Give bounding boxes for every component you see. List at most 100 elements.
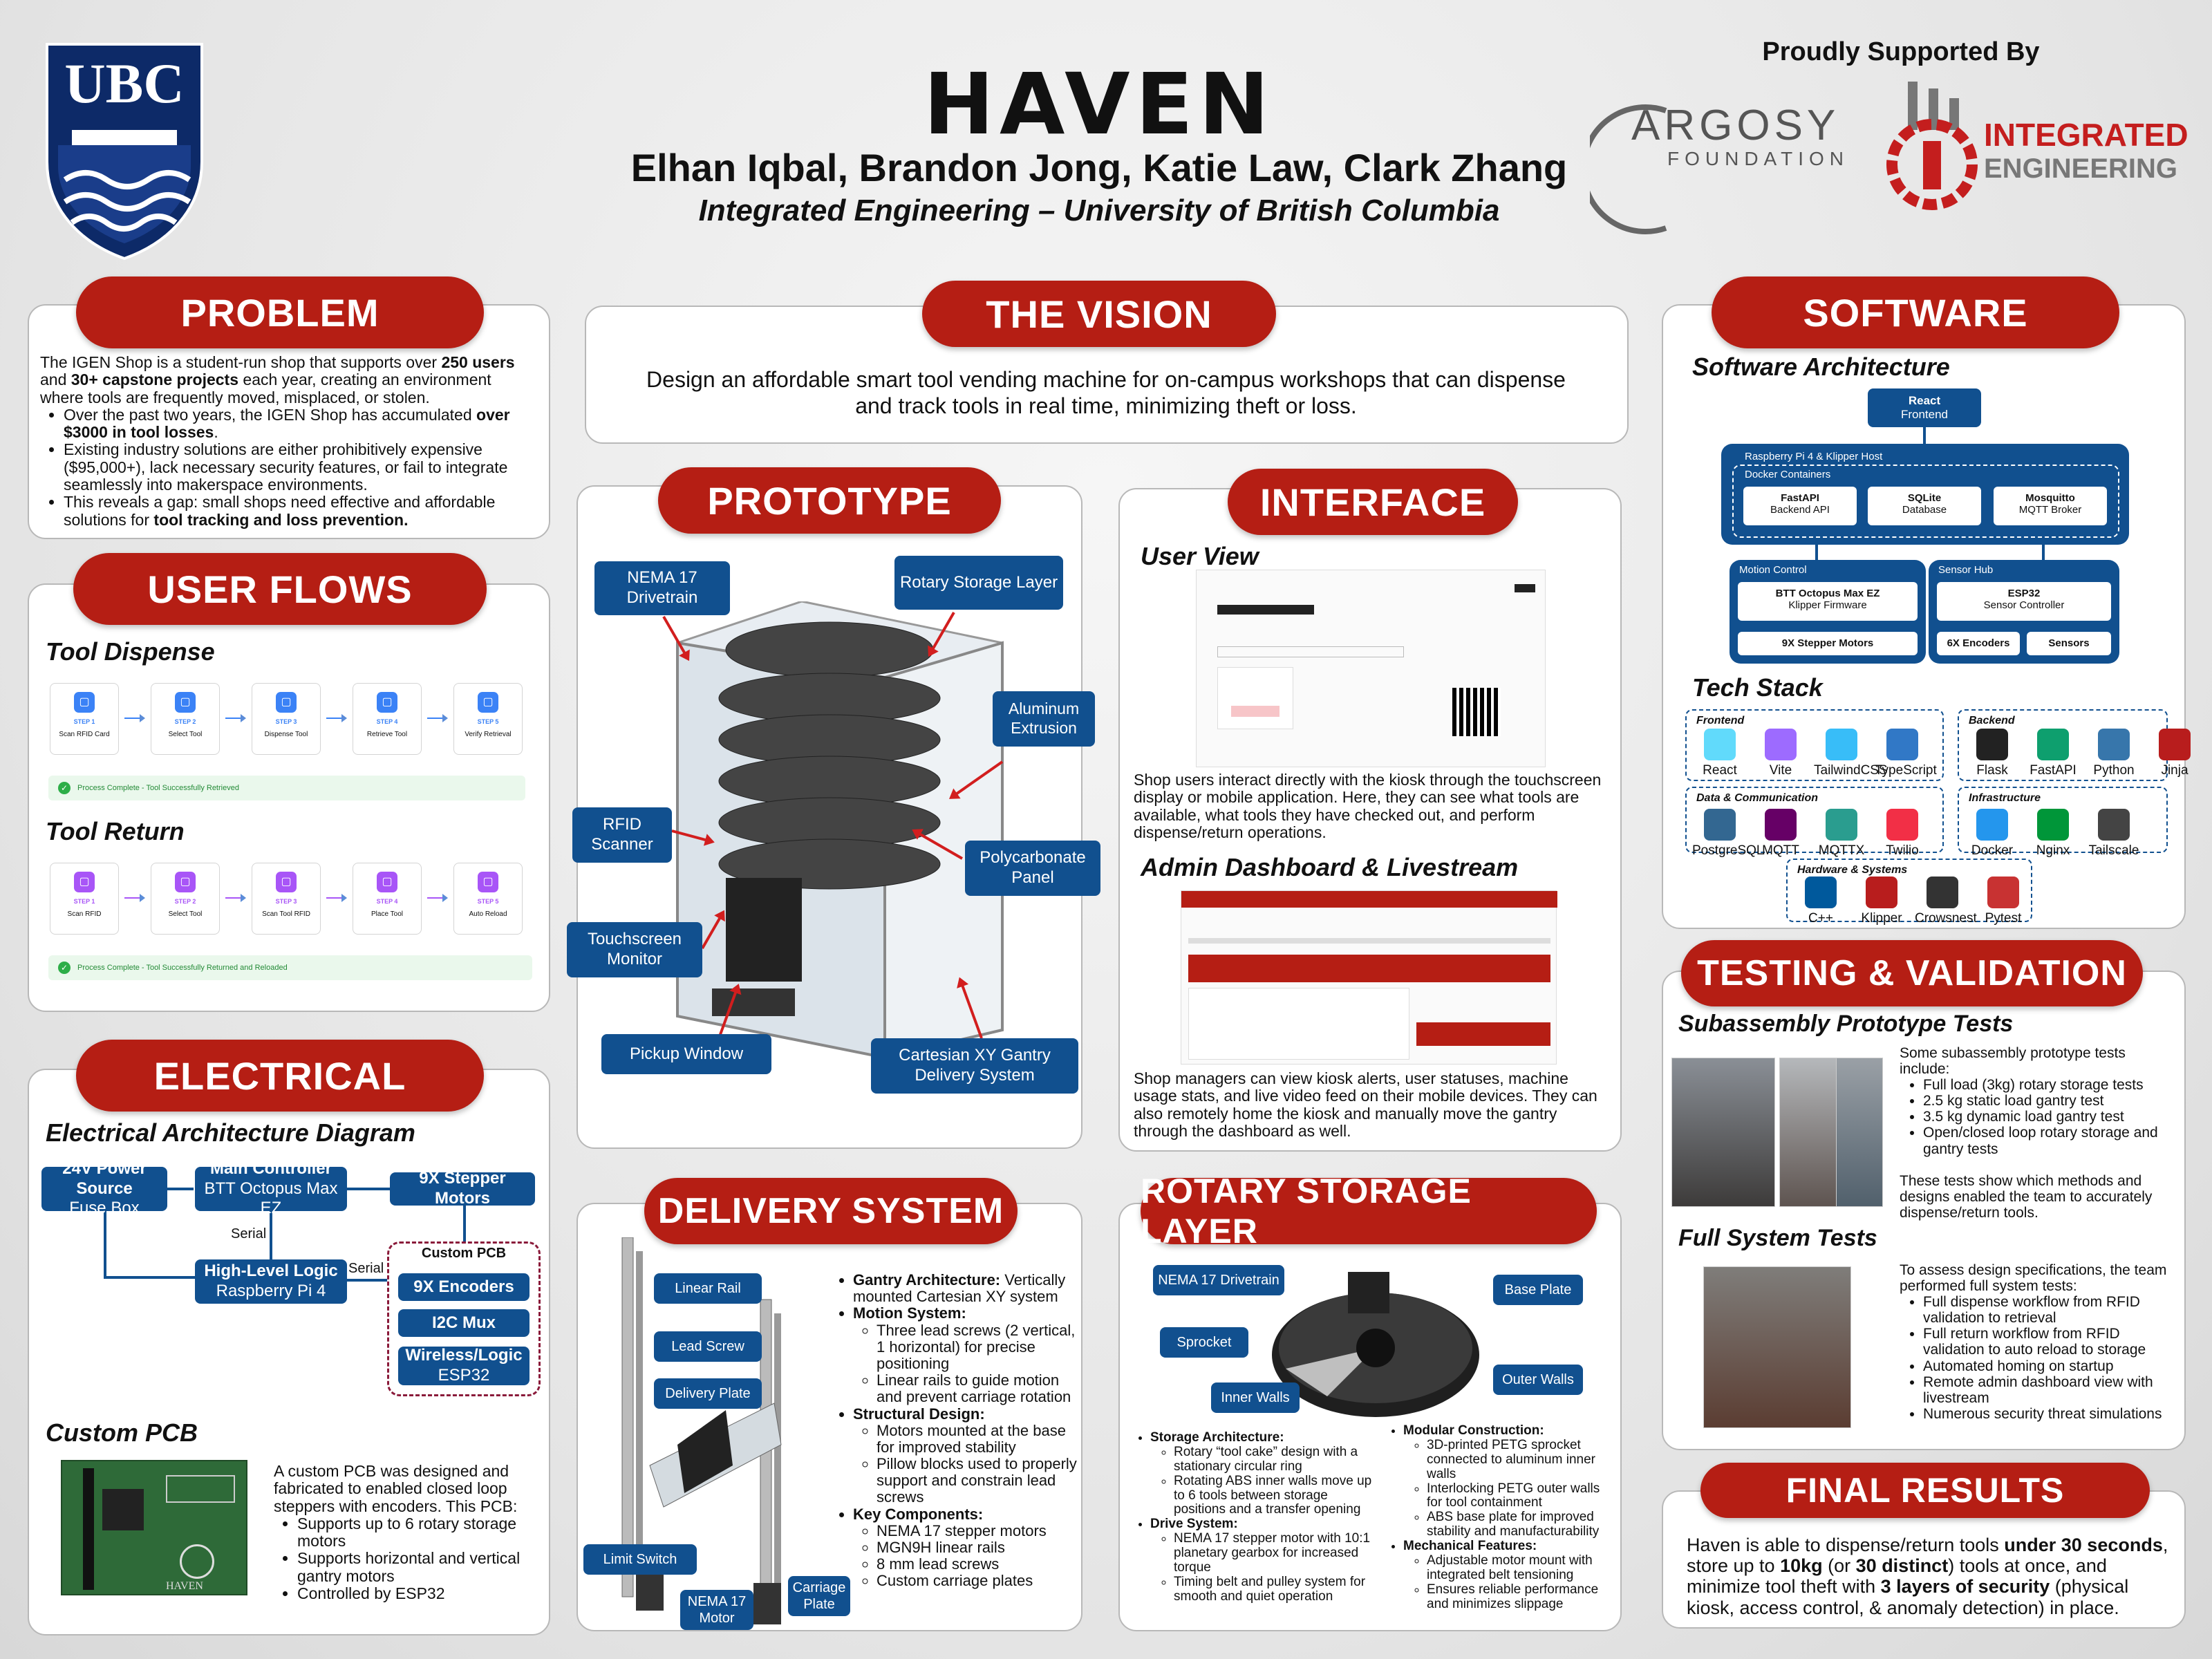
tech-label: Vite: [1769, 763, 1792, 778]
sub-bullet: Three lead screws (2 vertical, 1 horizon…: [877, 1322, 1078, 1373]
pi-host-label: Raspberry Pi 4 & Klipper Host: [1745, 451, 1883, 462]
tech-logo: [2159, 729, 2191, 760]
return-complete: ✓Process Complete - Tool Successfully Re…: [48, 955, 532, 980]
subList-item: Open/closed loop rotary storage and gant…: [1923, 1125, 2176, 1156]
bullet: Structural Design:Motors mounted at the …: [853, 1405, 1078, 1506]
fullList-item: Automated homing on startup: [1923, 1358, 2176, 1374]
label-lead-screw: Lead Screw: [654, 1331, 762, 1362]
label-limit-switch: Limit Switch: [583, 1544, 697, 1575]
subassembly-photo-1: [1671, 1058, 1775, 1207]
step-icon: ▢: [478, 692, 498, 713]
supported-by: Proudly Supported By: [1762, 37, 2040, 66]
tech-logo: [1886, 809, 1918, 841]
pcb-silkscreen: HAVEN: [166, 1580, 203, 1592]
testing-heading: TESTING & VALIDATION: [1681, 940, 2143, 1006]
step-icon: ▢: [478, 872, 498, 892]
ubc-logo-text: UBC: [64, 52, 185, 115]
step-icon: ▢: [175, 692, 196, 713]
tech-mqttx-icon: MQTTX: [1814, 809, 1869, 859]
step-icon: ▢: [276, 872, 297, 892]
step-icon: ▢: [377, 692, 397, 713]
software-heading: SOFTWARE: [1712, 276, 2119, 348]
step-icon: ▢: [276, 692, 297, 713]
problem-bullet-3: This reveals a gap: small shops need eff…: [64, 494, 524, 529]
tech-fastapi-icon: FastAPI: [2025, 729, 2081, 778]
step-label: Verify Retrieval: [465, 731, 512, 738]
step-number: STEP 5: [477, 718, 499, 725]
problem-users: 250 users: [441, 353, 515, 371]
interface-heading: INTERFACE: [1228, 469, 1518, 535]
serial-label-2: Serial: [348, 1261, 384, 1276]
ie-line1: INTEGRATED: [1984, 117, 2188, 153]
label-base-plate: Base Plate: [1493, 1275, 1583, 1305]
bullet: Key Components:NEMA 17 stepper motorsMGN…: [853, 1506, 1078, 1590]
label-nema-drivetrain: NEMA 17 Drivetrain: [594, 561, 730, 615]
custom-pcb-title: Custom PCB: [46, 1418, 198, 1447]
step-number: STEP 2: [174, 898, 196, 905]
tech-logo: [1976, 809, 2008, 841]
vision-heading: THE VISION: [922, 281, 1276, 347]
sub-bullet: NEMA 17 stepper motor with 10:1 planetar…: [1174, 1531, 1373, 1575]
tech-logo: [1866, 877, 1897, 908]
sub-bullet: Motors mounted at the base for improved …: [877, 1422, 1078, 1456]
sub-bullet: 8 mm lead screws: [877, 1555, 1078, 1573]
tech-stack-title: Tech Stack: [1692, 673, 1823, 702]
argosy-sub: FOUNDATION: [1667, 148, 1850, 169]
admin-dashboard-text: Shop managers can view kiosk alerts, use…: [1134, 1069, 1597, 1140]
pcb-image: HAVEN: [61, 1460, 247, 1595]
tech-label: Jinja: [2161, 763, 2188, 778]
bullet: Gantry Architecture: Vertically mounted …: [853, 1271, 1078, 1305]
label-rotary-nema: NEMA 17 Drivetrain: [1153, 1265, 1284, 1295]
label-nema-motor: NEMA 17 Motor: [680, 1590, 753, 1630]
sub-bullet: MGN9H linear rails: [877, 1539, 1078, 1556]
affiliation: Integrated Engineering – University of B…: [698, 194, 1500, 227]
argosy-name: ARGOSY: [1631, 102, 1840, 149]
full-system-text: To assess design specifications, the tea…: [1900, 1262, 2176, 1422]
tech-logo: [1805, 877, 1837, 908]
tech-react-icon: React: [1692, 729, 1747, 778]
label-rfid-scanner: RFID Scanner: [572, 807, 672, 863]
custom-pcb-group: [387, 1241, 541, 1396]
sub-bullet: Custom carriage plates: [877, 1573, 1078, 1589]
problem-capstone: 30+ capstone projects: [71, 371, 239, 389]
tech-label: Twilio: [1886, 843, 1919, 858]
dispense-complete: ✓Process Complete - Tool Successfully Re…: [48, 776, 525, 800]
dispense-step-5: ▢ STEP 5 Verify Retrieval: [453, 683, 523, 755]
tech-typescript-icon: TypeScript: [1875, 729, 1937, 778]
serial-label-1: Serial: [231, 1226, 267, 1241]
tech-c-icon: C++: [1793, 877, 1848, 926]
sub-bullet: ABS base plate for improved stability an…: [1427, 1510, 1615, 1539]
problem-text: The IGEN Shop is a student-run shop that…: [40, 353, 524, 529]
fullList-item: Remote admin dashboard view with livestr…: [1923, 1374, 2176, 1406]
admin-dashboard-screenshot: [1181, 890, 1557, 1065]
subassembly-title: Subassembly Prototype Tests: [1678, 1011, 2014, 1037]
sub-bullet: Timing belt and pulley system for smooth…: [1174, 1575, 1373, 1604]
label-xy-gantry: Cartesian XY Gantry Delivery System: [871, 1038, 1078, 1094]
label-inner-walls: Inner Walls: [1211, 1382, 1300, 1413]
step-label: Scan RFID Card: [59, 731, 110, 738]
subList-item: 2.5 kg static load gantry test: [1923, 1093, 2176, 1109]
tech-label: C++: [1808, 911, 1833, 926]
authors: Elhan Iqbal, Brandon Jong, Katie Law, Cl…: [630, 146, 1568, 189]
tech-logo: [2098, 729, 2130, 760]
fullList-item: Numerous security threat simulations: [1923, 1406, 2176, 1422]
subList-item: 3.5 kg dynamic load gantry test: [1923, 1109, 2176, 1125]
sub-bullet: Adjustable motor mount with integrated b…: [1427, 1553, 1615, 1583]
flow-arrow: [124, 894, 145, 902]
tech-label: Flask: [1976, 763, 2008, 778]
step-icon: ▢: [377, 872, 397, 892]
tech-logo: [2037, 809, 2069, 841]
rotary-render: [1265, 1244, 1486, 1431]
problem-intro-a: The IGEN Shop is a student-run shop that…: [40, 353, 442, 371]
software-arch-title: Software Architecture: [1692, 353, 1950, 381]
step-number: STEP 4: [376, 898, 398, 905]
